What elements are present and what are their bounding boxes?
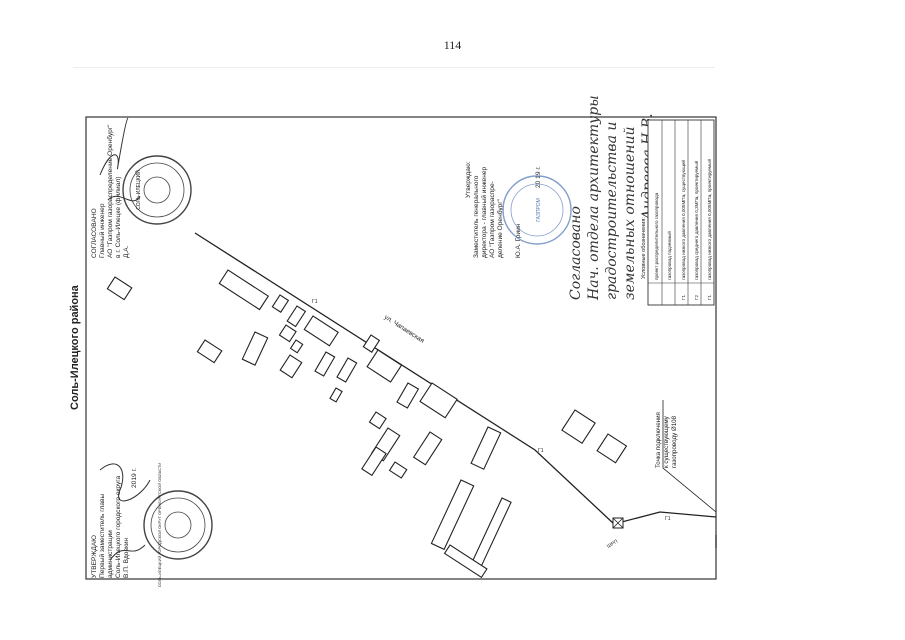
legend-table: Условные обозначения: проект распределит… xyxy=(641,119,715,306)
legend-row-5-text: газопровод низкого давления 0,005МПа, пр… xyxy=(706,159,712,280)
right-line-2: директора - главный инженер xyxy=(480,166,488,258)
building xyxy=(470,426,502,470)
signature-scribble-bottom xyxy=(99,463,151,561)
building xyxy=(362,334,381,353)
approved-line-2: администрации xyxy=(107,530,114,578)
right-line-3: АО "Газпром газораспре- xyxy=(489,181,496,258)
approved-heading: УТВЕРЖДАЮ xyxy=(91,535,98,578)
building xyxy=(271,294,290,313)
stamp-top-left-text: СОЛЬ-ИЛЕЦКИЙ xyxy=(134,170,142,210)
top-divider xyxy=(73,67,715,68)
approved-line-4: В.П. Вдовкин xyxy=(123,537,130,578)
pipe-mark-2: Г1 xyxy=(538,448,544,454)
approved-line-1: Первый заместитель главы xyxy=(98,493,106,578)
building xyxy=(106,276,133,301)
legend-row-3-symbol: Г1 xyxy=(681,295,686,300)
building xyxy=(241,331,269,366)
hand-line-2: Нач. отдела архитектуры xyxy=(586,95,602,301)
building xyxy=(419,382,458,419)
connection-leader xyxy=(662,400,717,513)
agreed-heading: СОГЛАСОВАНО xyxy=(91,208,98,258)
agreed-line-2: АО "Газпром газораспределение Оренбург" xyxy=(106,124,114,258)
right-signature-name: Ю.А. Гриин xyxy=(515,223,522,258)
approved-block-right: Утверждаю: Заместитель генерального дире… xyxy=(465,161,542,258)
building xyxy=(388,461,408,479)
building xyxy=(329,387,343,403)
svg-text:к существующему: к существующему xyxy=(663,415,670,468)
building xyxy=(314,351,336,377)
building xyxy=(366,349,403,383)
right-heading: Утверждаю: xyxy=(465,161,472,198)
stamp-bottom-left: СОЛЬ-ИЛЕЦКИЙ ГОРОДСКОЙ ОКРУГ ОРЕНБУРГСКО… xyxy=(143,463,213,588)
connection-point-label: Точка подключения к существующему газопр… xyxy=(655,412,678,468)
building xyxy=(561,409,596,444)
legend-row-4-text: газопровод среднего давления 0,3МПа, про… xyxy=(693,160,699,280)
agreed-block: СОГЛАСОВАНО Главный инженер АО "Газпром … xyxy=(91,124,130,258)
right-line-1: Заместитель генерального xyxy=(473,175,480,258)
hand-line-1: Согласовано xyxy=(568,206,584,300)
legend-row-4-symbol: Г2 xyxy=(694,295,699,300)
building xyxy=(279,354,303,379)
building xyxy=(361,446,387,477)
pipe-mark-3: Г1 xyxy=(665,516,671,522)
agreed-line-3: в г. Соль-Илецке (филиал) xyxy=(115,177,122,258)
stamp-right-text: ГАЗПРОМ xyxy=(536,198,542,222)
svg-text:газопроводу Ø108: газопроводу Ø108 xyxy=(671,415,678,468)
grp-label: ШРП xyxy=(606,539,619,550)
building xyxy=(430,479,475,551)
building xyxy=(278,324,297,343)
building xyxy=(368,411,387,430)
pipe-mark-1: Г1 xyxy=(312,299,318,305)
svg-text:Точка подключения: Точка подключения xyxy=(655,412,662,468)
agreed-line-1: Главный инженер xyxy=(98,203,106,258)
building xyxy=(289,339,304,354)
hand-line-4: земельных отношений xyxy=(622,127,638,300)
building xyxy=(443,544,488,579)
approved-date: 2019 г. xyxy=(131,468,138,488)
stamp-right: ГАЗПРОМ xyxy=(502,175,572,245)
buildings xyxy=(106,269,628,579)
signature-scribble-top xyxy=(99,117,141,202)
building xyxy=(286,305,307,328)
building xyxy=(396,382,420,409)
building xyxy=(303,315,339,347)
approved-block-bottom: УТВЕРЖДАЮ Первый заместитель главы админ… xyxy=(91,468,138,578)
district-label: Соль-Илецкого района xyxy=(69,284,81,410)
legend-row-3-text: газопровод низкого давления 0,005МПа, су… xyxy=(680,160,686,280)
building xyxy=(336,357,358,383)
agreed-signature: Д.А. xyxy=(123,245,130,258)
approved-line-3: Соль-Илецкого городского округа xyxy=(115,475,122,578)
legend-row-1-text: проект распределительного газопровода xyxy=(654,192,659,280)
page-number: 114 xyxy=(443,38,462,52)
building xyxy=(218,269,270,311)
building xyxy=(412,431,443,466)
right-date: 20 19 г. xyxy=(535,166,542,188)
right-line-4: деление Оренбург" xyxy=(496,198,504,258)
legend-row-5-symbol: Г1 xyxy=(707,295,712,300)
building xyxy=(196,339,223,364)
legend-row-2-text: газопровод подземный xyxy=(666,231,672,280)
stamp-top-left: СОЛЬ-ИЛЕЦКИЙ xyxy=(122,155,192,225)
hand-line-3: градостроительства и xyxy=(604,122,620,300)
legend-title: Условные обозначения: xyxy=(641,217,647,279)
building xyxy=(596,433,628,464)
stamp-bottom-left-text: СОЛЬ-ИЛЕЦКИЙ ГОРОДСКОЙ ОКРУГ ОРЕНБУРГСКО… xyxy=(157,463,162,588)
